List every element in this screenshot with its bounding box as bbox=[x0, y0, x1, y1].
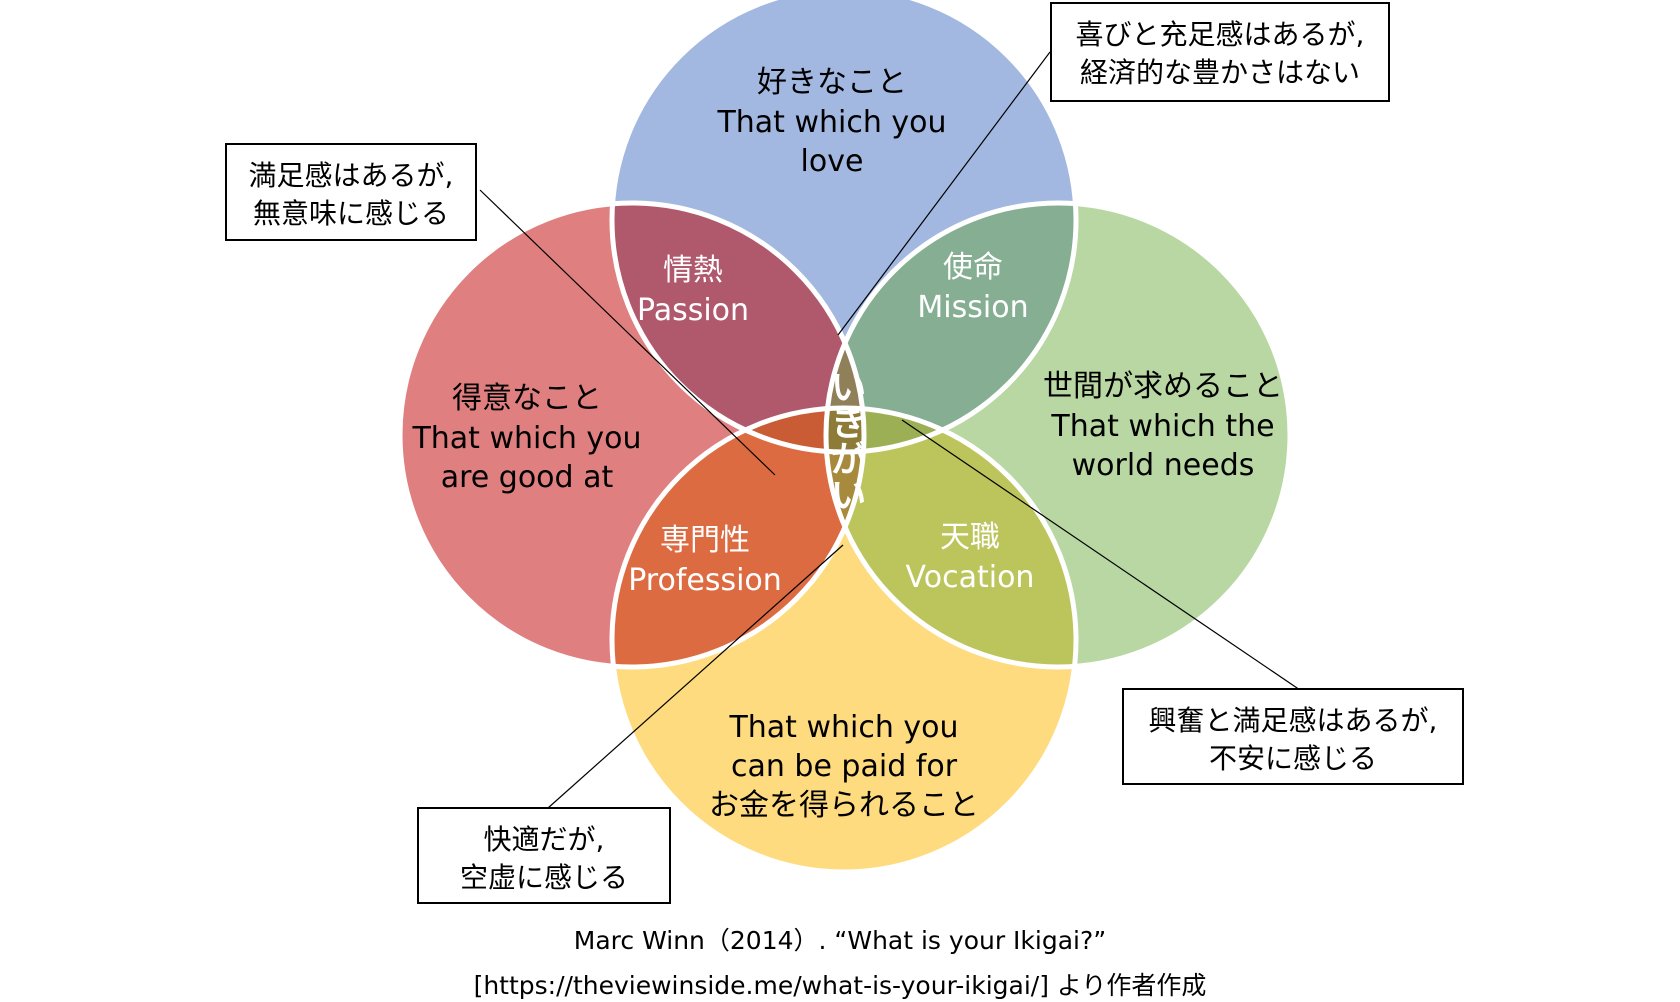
profession-en: Profession bbox=[628, 563, 782, 598]
ikigai-label: いきがい bbox=[825, 368, 866, 512]
world-needs-en-2: world needs bbox=[1072, 448, 1255, 483]
love-en-1: That which you bbox=[716, 105, 946, 140]
callout-line: 不安に感じる bbox=[1208, 742, 1377, 775]
callout-line: 空虚に感じる bbox=[459, 861, 628, 894]
callout-line: 興奮と満足感はあるが, bbox=[1148, 704, 1438, 737]
callout-mission-love: 喜びと充足感はあるが, 経済的な豊かさはない bbox=[1050, 2, 1390, 102]
vocation-en: Vocation bbox=[906, 560, 1035, 595]
callout-line: 満足感はあるが, bbox=[248, 159, 454, 192]
good-at-en-1: That which you bbox=[411, 421, 641, 456]
paid-for-en-1: That which you bbox=[728, 710, 958, 745]
passion-en: Passion bbox=[637, 293, 749, 328]
paid-for-jp: お金を得られること bbox=[709, 788, 979, 823]
mission-en: Mission bbox=[917, 290, 1028, 325]
source-url: [https://theviewinside.me/what-is-your-i… bbox=[473, 971, 1207, 1000]
callout-vocation-paid: 興奮と満足感はあるが, 不安に感じる bbox=[1122, 688, 1464, 785]
profession-jp: 専門性 bbox=[660, 523, 750, 558]
leader-lines bbox=[479, 51, 1301, 809]
love-jp: 好きなこと bbox=[757, 65, 907, 100]
world-needs-jp: 世間が求めること bbox=[1043, 369, 1283, 404]
callout-profession-good-at: 快適だが, 空虚に感じる bbox=[417, 807, 671, 904]
love-en-2: love bbox=[801, 144, 864, 179]
good-at-jp: 得意なこと bbox=[452, 381, 602, 416]
vocation-jp: 天職 bbox=[940, 520, 1000, 555]
callout-line: 経済的な豊かさはない bbox=[1079, 56, 1360, 89]
good-at-en-2: are good at bbox=[441, 460, 614, 495]
callout-passion-good-at: 満足感はあるが, 無意味に感じる bbox=[225, 143, 477, 241]
source-citation: Marc Winn（2014）. “What is your Ikigai?” bbox=[573, 926, 1107, 955]
passion-jp: 情熱 bbox=[663, 253, 723, 288]
world-needs-en-1: That which the bbox=[1050, 409, 1274, 444]
callout-line: 無意味に感じる bbox=[252, 197, 449, 230]
callout-line: 喜びと充足感はあるが, bbox=[1075, 18, 1365, 51]
paid-for-en-2: can be paid for bbox=[731, 749, 958, 784]
mission-jp: 使命 bbox=[943, 250, 1003, 285]
callout-line: 快適だが, bbox=[483, 823, 605, 856]
